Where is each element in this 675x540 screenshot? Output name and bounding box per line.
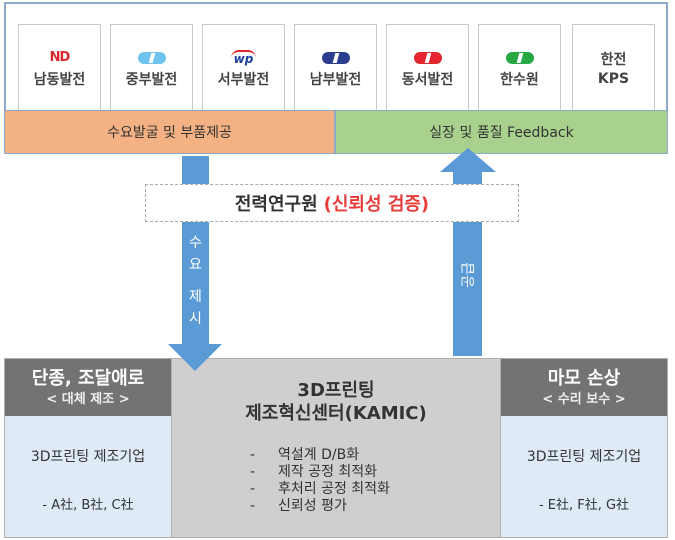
right-companies: - E社, F社, G社	[538, 498, 630, 513]
list-item: -신뢰성 평가	[250, 498, 347, 514]
kepri-label: 전력연구원(신뢰성 검증)	[145, 184, 519, 222]
list-item: -후처리 공정 최적화	[250, 481, 390, 497]
seobu-logo-icon: wp	[230, 49, 257, 66]
kepri-name: 전력연구원	[234, 194, 318, 215]
jungbu-logo-icon	[137, 51, 166, 64]
company-name-line2: KPS	[597, 71, 630, 87]
left-subtitle: < 대체 제조 >	[46, 392, 130, 407]
feedback-bar: 실장 및 품질 Feedback	[335, 110, 668, 154]
dongseo-logo-icon	[413, 51, 442, 64]
company-box-jungbu: 중부발전	[110, 24, 193, 116]
kamic-title-2: 제조혁신센터(KAMIC)	[245, 403, 427, 424]
right-subtitle: < 수리 보수 >	[542, 392, 626, 407]
company-name-line1: 한전	[600, 52, 627, 68]
kamic-items: -역설계 D/B화 -제작 공정 최적화 -후처리 공정 최적화 -신뢰성 평가	[250, 447, 500, 515]
namdong-logo-icon: ND	[49, 50, 71, 65]
company-box-namdong: ND 남동발전	[18, 24, 101, 116]
list-item: -역설계 D/B화	[250, 447, 360, 463]
right-title: 마모 손상	[547, 368, 621, 389]
left-body: 3D프린팅 제조기업	[30, 449, 146, 465]
reliability-verification: (신뢰성 검증)	[323, 194, 430, 215]
right-box: 마모 손상 < 수리 보수 > 3D프린팅 제조기업 - E社, F社, G社	[500, 358, 668, 538]
char: 제	[189, 289, 202, 305]
char: 수	[189, 235, 202, 251]
supply-arrow-label: 공급	[461, 262, 477, 288]
company-name: 남부발전	[309, 71, 362, 88]
company-name: 중부발전	[125, 71, 178, 88]
left-companies: - A社, B社, C社	[42, 498, 134, 513]
company-box-nambu: 남부발전	[294, 24, 377, 116]
kamic-box: 3D프린팅 제조혁신센터(KAMIC) -역설계 D/B화 -제작 공정 최적화…	[172, 358, 500, 538]
company-name: 남동발전	[33, 71, 86, 88]
company-box-kps: 한전 KPS	[572, 24, 655, 116]
left-box: 단종, 조달애로 < 대체 제조 > 3D프린팅 제조기업 - A社, B社, …	[4, 358, 172, 538]
right-body: 3D프린팅 제조기업	[526, 449, 642, 465]
list-item: -제작 공정 최적화	[250, 464, 378, 480]
khnp-logo-icon	[505, 51, 534, 64]
nambu-logo-icon	[321, 51, 350, 64]
company-box-seobu: wp 서부발전	[202, 24, 285, 116]
demand-bar: 수요발굴 및 부품제공	[4, 110, 335, 154]
company-box-dongseo: 동서발전	[386, 24, 469, 116]
demand-arrow-label: 수 요 제 시	[182, 232, 209, 330]
company-name: 서부발전	[217, 71, 270, 88]
kamic-title-1: 3D프린팅	[297, 380, 375, 401]
company-name: 동서발전	[401, 71, 454, 88]
power-companies-panel: ND 남동발전 중부발전 wp 서부발전 남부발전 동서발전 한수원 한전 KP…	[4, 2, 668, 154]
char: 시	[189, 311, 202, 327]
char: 요	[189, 257, 202, 273]
company-name: 한수원	[500, 71, 539, 88]
left-title: 단종, 조달애로	[31, 368, 145, 389]
